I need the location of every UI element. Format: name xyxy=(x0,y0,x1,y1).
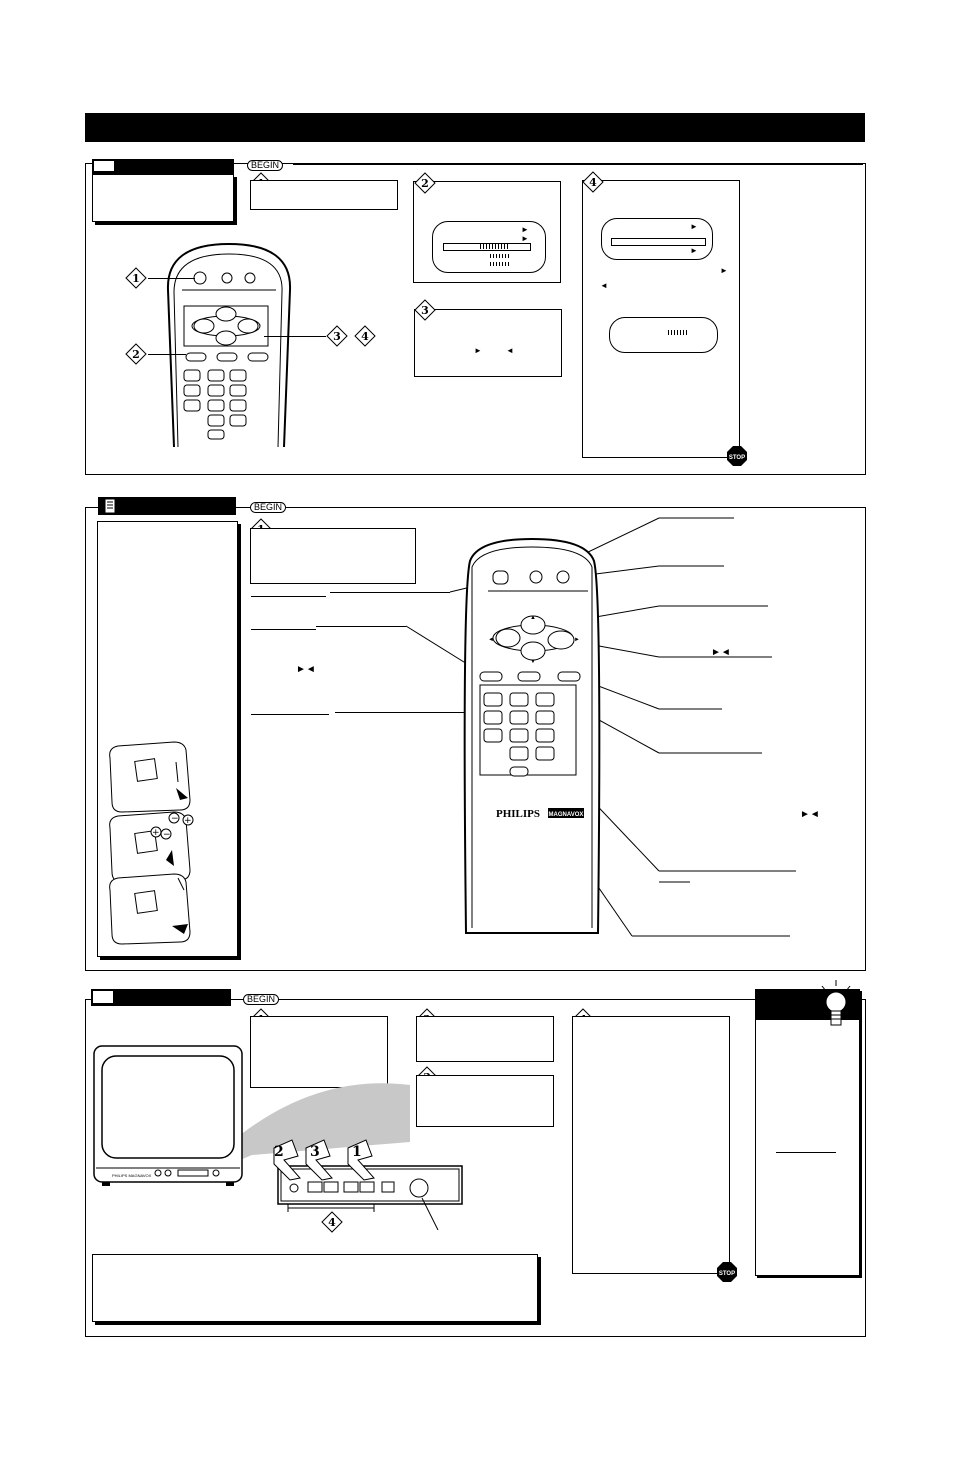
s3-step-2-box xyxy=(416,1016,554,1062)
stop-sign-2: STOP xyxy=(717,1262,737,1282)
section-3-tab xyxy=(91,989,231,1006)
step-4-arrow-4: ◄ xyxy=(600,281,608,290)
page-title-bar xyxy=(85,113,865,142)
step-2-menu-highlight xyxy=(443,243,531,251)
s2-label-left-2 xyxy=(251,629,316,630)
section-1-tab xyxy=(92,159,234,174)
menu-level-bar-2 xyxy=(490,254,510,258)
battery-install-illustration: + − + − xyxy=(109,741,194,945)
press-step-3: 3 xyxy=(310,1144,320,1160)
svg-text:3: 3 xyxy=(333,330,341,343)
section-2-tab xyxy=(98,497,236,515)
press-step-2: 2 xyxy=(274,1144,284,1160)
s2-right-arrows-2: ►◄ xyxy=(800,809,820,820)
step-4-level-screen xyxy=(609,317,718,353)
svg-text:4: 4 xyxy=(361,330,369,343)
svg-text:4: 4 xyxy=(328,1216,336,1229)
battery-minus-2: − xyxy=(163,830,171,840)
step-2-diamond: 2 xyxy=(414,172,436,194)
front-panel-step-4-diamond: 4 xyxy=(321,1211,343,1233)
remote-brand-philips: PHILIPS xyxy=(496,808,540,820)
stop-sign-1: STOP xyxy=(727,446,747,466)
battery-plus-1: + xyxy=(152,828,160,838)
svg-text:STOP: STOP xyxy=(729,455,745,461)
remote1-step34-line xyxy=(264,336,326,337)
svg-text:STOP: STOP xyxy=(719,1271,735,1277)
tip-underline xyxy=(776,1152,836,1153)
step-4-diamond: 4 xyxy=(582,171,604,193)
remote1-step3-callout: 3 xyxy=(326,325,348,347)
s2-left-arrows: ►◄ xyxy=(296,664,316,675)
s2-label-left-1 xyxy=(251,596,326,597)
tip-box xyxy=(755,980,860,1276)
step-3-box xyxy=(414,309,562,377)
svg-text:◄: ◄ xyxy=(488,637,494,643)
menu-level-bar-1 xyxy=(480,244,510,249)
step-3-right-arrow: ► xyxy=(474,346,482,355)
section-1-intro-box xyxy=(92,174,234,222)
begin-badge-2: BEGIN xyxy=(250,502,287,513)
svg-text:2: 2 xyxy=(421,177,429,190)
step-4-arrow-2: ► xyxy=(690,246,698,255)
menu-arrow-1: ► xyxy=(521,225,529,234)
remote-brand-magnavox: MAGNAVOX xyxy=(549,812,584,818)
battery-plus-2: + xyxy=(184,816,192,826)
s2-leader-left-3 xyxy=(335,712,480,713)
tv-front-illustration: PHILIPS MAGNAVOX xyxy=(93,1045,463,1230)
step-4-menu-screen xyxy=(601,218,713,260)
begin-line-3 xyxy=(289,999,755,1000)
s2-step-1-box xyxy=(250,528,416,584)
section-1-remote xyxy=(166,242,292,448)
menu-arrow-2: ► xyxy=(521,234,529,243)
svg-text:►: ► xyxy=(574,637,580,643)
svg-text:▲: ▲ xyxy=(530,615,536,621)
s2-leader-left-2 xyxy=(316,626,406,627)
step-3-diamond: 3 xyxy=(414,299,436,321)
step-4-menu-highlight xyxy=(611,238,706,246)
s3-bottom-note-box xyxy=(92,1254,538,1322)
s2-label-left-3 xyxy=(251,714,329,715)
svg-text:▼: ▼ xyxy=(530,659,536,665)
step-1-box xyxy=(250,180,398,210)
s2-leader-left-1 xyxy=(330,592,450,593)
lightbulb-icon xyxy=(818,980,854,1026)
svg-text:1: 1 xyxy=(132,272,140,285)
remote1-step2-line xyxy=(148,354,186,355)
remote1-step2-callout: 2 xyxy=(125,343,147,365)
press-step-1: 1 xyxy=(352,1144,362,1160)
front-panel-press-arrows: 2 3 1 xyxy=(273,1139,375,1181)
battery-minus-1: − xyxy=(171,814,179,824)
step-3-left-arrow: ◄ xyxy=(506,346,514,355)
svg-text:2: 2 xyxy=(132,348,140,361)
remote1-step1-line xyxy=(148,278,195,279)
begin-badge-3: BEGIN xyxy=(243,994,280,1005)
battery-icon xyxy=(104,498,116,514)
s3-step-3-box xyxy=(416,1075,554,1127)
tv-front-brand-text: PHILIPS MAGNAVOX xyxy=(112,1173,152,1178)
s2-right-arrows-1: ►◄ xyxy=(711,647,731,658)
step-4-level-bar xyxy=(668,330,688,335)
remote1-step1-callout: 1 xyxy=(125,267,147,289)
begin-line-2 xyxy=(296,507,862,508)
step-4-arrow-3: ► xyxy=(720,266,728,275)
svg-text:4: 4 xyxy=(589,176,597,189)
s3-step-1-box xyxy=(250,1016,388,1088)
s3-step-4-box xyxy=(572,1016,730,1274)
menu-level-bar-3 xyxy=(490,262,510,266)
large-remote: ▲ ▼ ◄ ► PHILIPS MAGNAVOX xyxy=(463,537,601,934)
begin-line-1 xyxy=(293,164,863,165)
step-4-arrow-1: ► xyxy=(690,222,698,231)
remote1-step4-callout: 4 xyxy=(354,325,376,347)
svg-text:3: 3 xyxy=(421,304,429,317)
begin-badge-1: BEGIN xyxy=(247,160,284,171)
